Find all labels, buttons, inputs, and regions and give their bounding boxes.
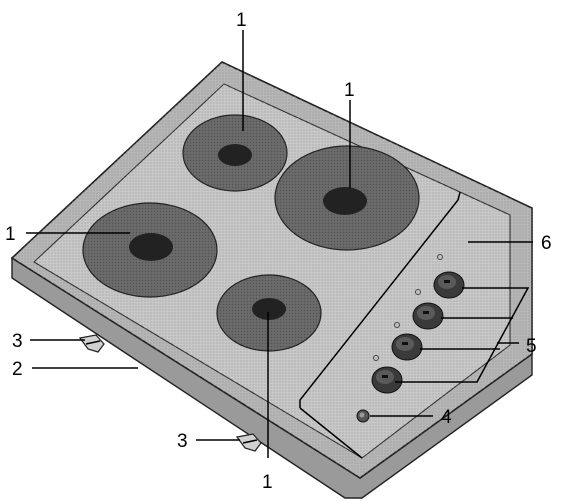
- callout-hotplate-back-right: 1: [344, 80, 355, 101]
- control-knob-3: [391, 333, 423, 361]
- hotplate-back-left: [182, 114, 288, 192]
- control-knob-2: [412, 302, 444, 330]
- fixing-bracket-lower: [235, 433, 262, 452]
- knob-marker-icon: [437, 254, 443, 260]
- knob-marker-icon: [394, 322, 400, 328]
- control-knobs: [371, 254, 465, 394]
- control-panel-boundary: [299, 191, 461, 408]
- callout-hotplate-back-left: 1: [236, 10, 247, 31]
- control-knob-1: [433, 271, 465, 299]
- hotplate-front-left: [82, 202, 218, 298]
- fixing-bracket-upper: [78, 334, 105, 353]
- callout-control-knobs: 5: [526, 336, 537, 357]
- indicator-light: [356, 409, 370, 423]
- callout-hob-frame: 2: [12, 359, 23, 380]
- knob-marker-icon: [415, 289, 421, 295]
- hotplate-front-right: [216, 274, 322, 352]
- leader-lines: [26, 30, 533, 458]
- leader-control-knobs: [395, 287, 530, 383]
- callout-hotplate-front-left: 1: [5, 224, 16, 245]
- control-panel-edge: [299, 407, 363, 459]
- callout-hotplate-front-right: 1: [262, 472, 273, 493]
- callout-fixing-bracket-lower: 3: [177, 431, 188, 452]
- control-knob-4: [371, 366, 403, 394]
- callout-indicator-light: 4: [441, 407, 452, 428]
- hotplate-back-right: [274, 145, 420, 251]
- callout-control-panel: 6: [541, 233, 552, 254]
- knob-marker-icon: [373, 355, 379, 361]
- callout-fixing-bracket-upper: 3: [12, 331, 23, 352]
